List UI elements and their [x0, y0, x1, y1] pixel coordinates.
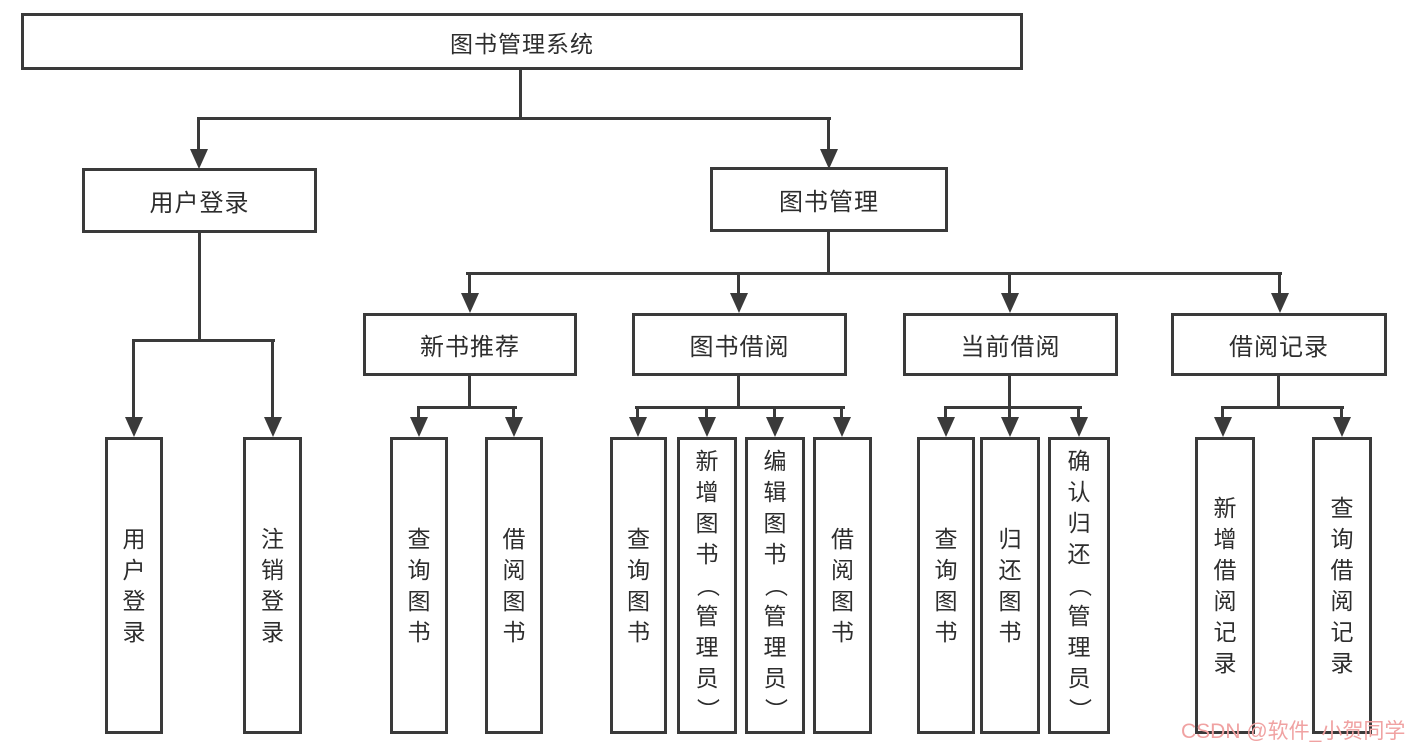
- arrow-down-icon: [937, 417, 955, 437]
- node-leaf-borrow-books-borrowing: 借阅图书: [813, 437, 872, 734]
- node-leaf-add-borrow-record: 新增借阅记录: [1195, 437, 1255, 734]
- line: [417, 406, 517, 409]
- line: [468, 375, 471, 409]
- node-current-borrowing: 当前借阅: [903, 313, 1118, 376]
- arrow-down-icon: [698, 417, 716, 437]
- node-leaf-query-books-current: 查询图书: [917, 437, 975, 734]
- line: [1077, 406, 1080, 419]
- line: [512, 406, 515, 419]
- line: [271, 339, 274, 419]
- line: [705, 406, 708, 419]
- arrow-down-icon: [1001, 417, 1019, 437]
- node-leaf-add-books-admin: 新增图书（管理员）: [677, 437, 737, 734]
- arrow-down-icon: [190, 149, 208, 169]
- line: [132, 339, 275, 342]
- line: [468, 272, 471, 295]
- arrow-down-icon: [1001, 293, 1019, 313]
- line: [197, 117, 831, 120]
- line: [466, 272, 1282, 275]
- line: [840, 406, 843, 419]
- line: [737, 375, 740, 408]
- arrow-down-icon: [1070, 417, 1088, 437]
- line: [1221, 406, 1224, 419]
- line: [519, 70, 522, 118]
- arrow-down-icon: [461, 293, 479, 313]
- arrow-down-icon: [264, 417, 282, 437]
- line: [827, 232, 830, 275]
- line: [197, 117, 200, 151]
- node-leaf-logout: 注销登录: [243, 437, 302, 734]
- node-leaf-query-books-borrowing: 查询图书: [610, 437, 667, 734]
- line: [1221, 406, 1344, 409]
- arrow-down-icon: [820, 149, 838, 169]
- node-leaf-query-borrow-record: 查询借阅记录: [1312, 437, 1372, 734]
- node-leaf-borrow-books-recommend: 借阅图书: [485, 437, 543, 734]
- line: [944, 406, 947, 419]
- line: [1008, 406, 1011, 419]
- arrow-down-icon: [410, 417, 428, 437]
- arrow-down-icon: [505, 417, 523, 437]
- line: [635, 406, 845, 409]
- arrow-down-icon: [766, 417, 784, 437]
- node-leaf-confirm-return-admin: 确认归还（管理员）: [1048, 437, 1110, 734]
- node-borrow-records: 借阅记录: [1171, 313, 1387, 376]
- node-book-management: 图书管理: [710, 167, 948, 232]
- node-leaf-edit-books-admin: 编辑图书（管理员）: [745, 437, 805, 734]
- line: [1278, 272, 1281, 295]
- arrow-down-icon: [833, 417, 851, 437]
- node-new-book-recommend: 新书推荐: [363, 313, 577, 376]
- line: [417, 406, 420, 419]
- line: [827, 117, 830, 151]
- csdn-watermark: CSDN @软件_小贺同学: [1181, 720, 1405, 743]
- line: [944, 406, 1082, 409]
- line: [1008, 272, 1011, 295]
- line: [1277, 375, 1280, 409]
- node-leaf-return-books: 归还图书: [980, 437, 1040, 734]
- arrow-down-icon: [730, 293, 748, 313]
- line: [737, 272, 740, 295]
- node-book-borrowing: 图书借阅: [632, 313, 847, 376]
- arrow-down-icon: [1271, 293, 1289, 313]
- line: [1340, 406, 1343, 419]
- line: [132, 339, 135, 419]
- arrow-down-icon: [1333, 417, 1351, 437]
- node-user-login: 用户登录: [82, 168, 317, 233]
- node-root-library-system: 图书管理系统: [21, 13, 1023, 70]
- line: [1008, 375, 1011, 408]
- node-leaf-query-books-recommend: 查询图书: [390, 437, 448, 734]
- line: [773, 406, 776, 419]
- line: [198, 232, 201, 342]
- line: [636, 406, 639, 419]
- arrow-down-icon: [629, 417, 647, 437]
- arrow-down-icon: [1214, 417, 1232, 437]
- arrow-down-icon: [125, 417, 143, 437]
- node-leaf-user-login: 用户登录: [105, 437, 163, 734]
